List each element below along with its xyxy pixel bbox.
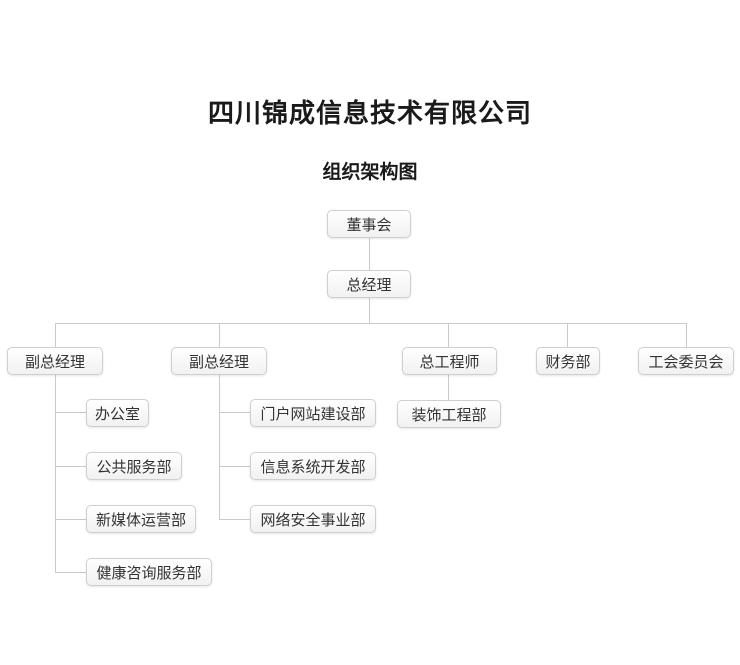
- connector-vp1-office: [55, 412, 86, 413]
- chart-subtitle: 组织架构图: [322, 161, 418, 183]
- connector-bus-finance: [567, 323, 568, 347]
- connector-vp1-trunk: [55, 375, 56, 572]
- node-public-service-dept: 公共服务部: [86, 452, 182, 480]
- node-general-manager: 总经理: [327, 270, 411, 298]
- node-labor-union: 工会委员会: [638, 347, 734, 375]
- node-portal-dept: 门户网站建设部: [250, 399, 376, 427]
- connector-vp1-health-consult: [55, 572, 86, 573]
- connector-vp2-trunk: [219, 375, 220, 519]
- connector-vp2-network-security: [219, 519, 250, 520]
- connector-bus-vp1: [55, 323, 56, 347]
- node-info-dev-dept: 信息系统开发部: [250, 452, 376, 480]
- connector-chief-engineer-decoration: [448, 375, 449, 400]
- node-chief-engineer: 总工程师: [402, 347, 497, 375]
- node-health-consult-dept: 健康咨询服务部: [86, 558, 212, 586]
- connector-bus-union: [686, 323, 687, 347]
- connector-horizontal-bus: [55, 323, 686, 324]
- node-network-security-dept: 网络安全事业部: [250, 505, 376, 533]
- connector-board-gm: [369, 238, 370, 270]
- connector-vp1-public-service: [55, 466, 86, 467]
- node-board: 董事会: [327, 210, 411, 238]
- connector-bus-chief-engineer: [448, 323, 449, 347]
- node-decoration-dept: 装饰工程部: [397, 400, 501, 428]
- connector-vp1-new-media: [55, 519, 86, 520]
- connector-bus-vp2: [219, 323, 220, 347]
- connector-gm-bus: [369, 298, 370, 323]
- node-office: 办公室: [86, 399, 149, 427]
- company-title: 四川锦成信息技术有限公司: [207, 99, 532, 129]
- connector-vp2-portal: [219, 412, 250, 413]
- node-finance-dept: 财务部: [536, 347, 600, 375]
- node-new-media-dept: 新媒体运营部: [86, 505, 196, 533]
- node-deputy-gm-2: 副总经理: [171, 347, 267, 375]
- connector-vp2-info-dev: [219, 466, 250, 467]
- node-deputy-gm-1: 副总经理: [7, 347, 103, 375]
